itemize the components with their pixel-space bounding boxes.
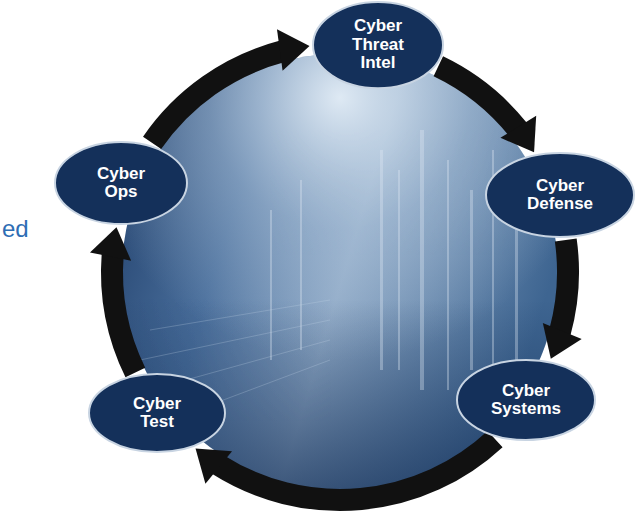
ring-segment [560, 240, 568, 332]
cycle-arrow [90, 227, 135, 372]
arrowhead [196, 448, 233, 483]
ring-segment [218, 439, 495, 500]
cycle-ellipse: Cyber Threat Intel [312, 1, 444, 89]
cycle-arrow [196, 439, 496, 500]
ring-segment [438, 66, 518, 129]
cycle-ellipse: Cyber Ops [54, 141, 188, 225]
ring-segment [112, 255, 135, 373]
arrowhead [543, 323, 582, 359]
node-label: Cyber Threat Intel [336, 17, 420, 72]
node-label: Cyber Systems [484, 382, 568, 419]
cycle-ellipse: Cyber Test [88, 373, 226, 453]
cycle-ellipse: Cyber Defense [485, 152, 635, 238]
cycle-arrow [152, 29, 309, 143]
fragment-text: ed [2, 215, 29, 243]
ring-segment [152, 51, 282, 142]
node-label: Cyber Test [115, 395, 199, 432]
node-label: Cyber Defense [518, 177, 602, 214]
arrowhead [500, 116, 536, 153]
cycle-arrow [438, 66, 536, 152]
cycle-arrow [543, 240, 582, 359]
cycle-ellipse: Cyber Systems [456, 359, 596, 441]
node-label: Cyber Ops [79, 165, 163, 202]
arrowhead [90, 227, 131, 261]
arrowhead [277, 29, 310, 71]
